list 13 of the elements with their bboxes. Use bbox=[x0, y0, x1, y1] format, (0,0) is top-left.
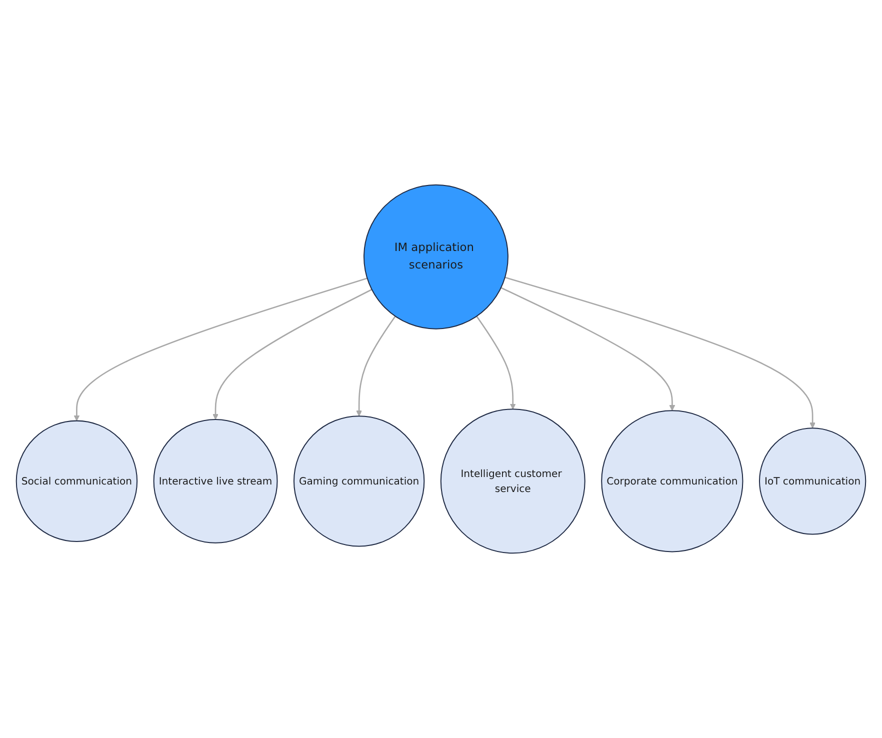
node-circle: Social communication bbox=[16, 420, 138, 542]
arrow bbox=[356, 316, 396, 416]
arrow bbox=[476, 316, 516, 410]
node-circle: IM application scenarios bbox=[363, 184, 508, 330]
node-circle: Intelligent customer service bbox=[440, 408, 586, 554]
node-circle: IoT communication bbox=[758, 428, 866, 535]
arrow bbox=[504, 276, 816, 428]
node-circle: Interactive live stream bbox=[153, 418, 278, 544]
arrow bbox=[212, 288, 372, 420]
node-circle: Corporate communication bbox=[601, 410, 744, 552]
arrow bbox=[74, 278, 368, 422]
arrow bbox=[500, 287, 676, 411]
node-circle: Gaming communication bbox=[293, 416, 425, 547]
